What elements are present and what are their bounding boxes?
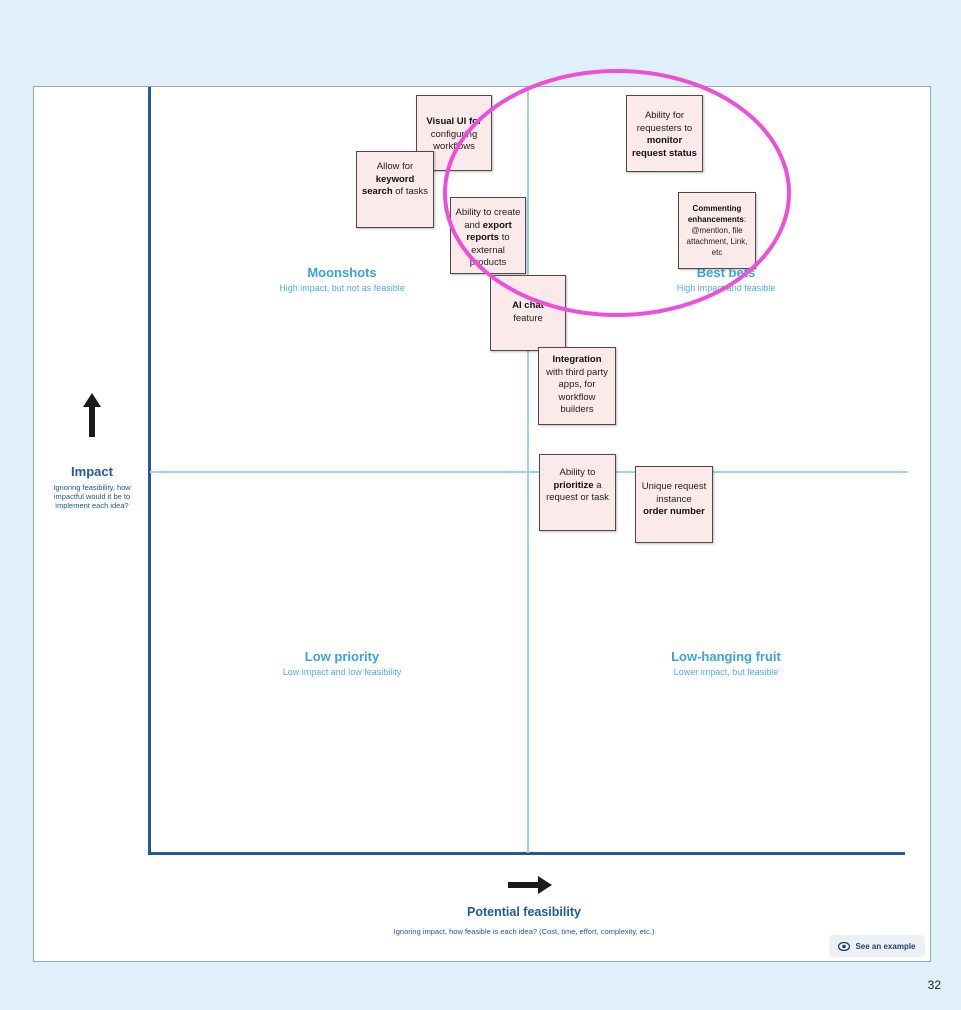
note-text: Unique request instance bbox=[641, 481, 707, 505]
y-axis-title: Impact bbox=[71, 464, 113, 479]
page-number: 32 bbox=[927, 978, 941, 992]
note-text: Ability for requesters to bbox=[636, 110, 693, 134]
horizontal-divider bbox=[150, 471, 908, 473]
note-text: a request or task bbox=[546, 479, 609, 504]
vertical-divider bbox=[527, 87, 529, 853]
eye-icon bbox=[838, 941, 851, 951]
note-text: Allow for bbox=[376, 161, 414, 172]
note-text: configuring workflows bbox=[430, 128, 478, 153]
note-text: of tasks bbox=[395, 186, 429, 197]
arrow-up-icon bbox=[83, 393, 101, 437]
note-bold: AI chat bbox=[512, 300, 544, 311]
note-bold: prioritize bbox=[553, 479, 594, 491]
see-example-label: See an example bbox=[855, 941, 916, 951]
x-axis-title: Potential feasibility bbox=[467, 905, 581, 919]
see-example-button[interactable]: See an example bbox=[829, 935, 925, 957]
note-monitor-status[interactable]: Ability for requesters to monitor reques… bbox=[626, 95, 703, 172]
note-export-reports[interactable]: Ability to create and export reports to … bbox=[450, 197, 526, 274]
note-bold: monitor request status bbox=[632, 135, 697, 159]
note-bold: Commenting enhancements bbox=[687, 204, 744, 224]
note-order-number[interactable]: Unique request instance order number bbox=[635, 466, 713, 543]
quadrant-subtitle-best-bets: High impact and feasible bbox=[676, 283, 776, 293]
quadrant-subtitle-low-priority: Low impact and low feasibility bbox=[282, 667, 402, 677]
quadrant-subtitle-moonshots: High impact, but not as feasible bbox=[279, 283, 405, 293]
note-bold: keyword search bbox=[361, 173, 415, 198]
arrow-right-icon bbox=[508, 876, 552, 894]
y-axis-subtitle: Ignoring feasibility, how impactful woul… bbox=[53, 483, 131, 510]
note-text: with third party apps, for workflow buil… bbox=[546, 366, 608, 416]
y-axis-line bbox=[148, 87, 151, 855]
quadrant-title-moonshots: Moonshots bbox=[307, 265, 377, 280]
note-text: feature bbox=[513, 312, 543, 324]
quadrant-title-low-priority: Low priority bbox=[304, 649, 380, 664]
note-ai-chat[interactable]: AI chat feature bbox=[490, 275, 566, 351]
note-bold: Visual UI for bbox=[426, 116, 482, 127]
note-bold: order number bbox=[643, 506, 705, 517]
note-bold: Integration bbox=[552, 354, 602, 365]
matrix-board: Moonshots High impact, but not as feasib… bbox=[33, 69, 931, 962]
note-keyword-search[interactable]: Allow for keyword search of tasks bbox=[356, 151, 434, 228]
note-commenting[interactable]: Commenting enhancements: @mention, file … bbox=[678, 192, 756, 269]
x-axis-line bbox=[148, 852, 905, 855]
note-integration[interactable]: Integration with third party apps, for w… bbox=[538, 347, 616, 425]
note-prioritize[interactable]: Ability to prioritize a request or task bbox=[539, 454, 616, 531]
quadrant-subtitle-low-hanging-fruit: Lower impact, but feasible bbox=[673, 667, 779, 677]
quadrant-title-low-hanging-fruit: Low-hanging fruit bbox=[671, 649, 781, 664]
x-axis-subtitle: Ignoring impact, how feasible is each id… bbox=[393, 927, 655, 936]
note-text: Ability to bbox=[559, 467, 596, 478]
